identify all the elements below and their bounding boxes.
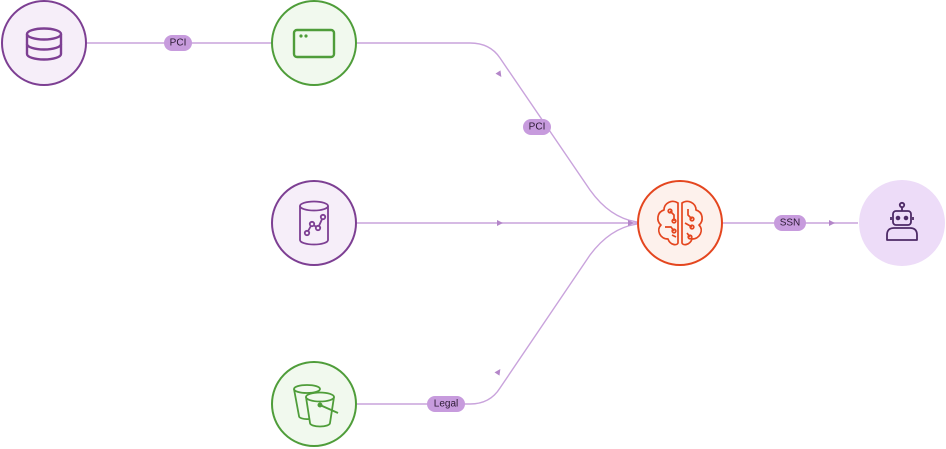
arrow-ai-model-to-agent [829, 220, 835, 226]
arrow-storage-edge-mid [494, 369, 501, 376]
arrow-application-edge-mid [495, 70, 502, 77]
robot-icon [886, 201, 918, 241]
storage-buckets-icon [293, 384, 339, 428]
edge-label-app-to-model: PCI [523, 119, 551, 135]
edge-label-text: PCI [529, 122, 546, 133]
edge-label-text: SSN [780, 218, 801, 229]
edge-label-storage-to-model: Legal [427, 396, 465, 412]
arrow-analytics-edge-mid [497, 220, 503, 226]
analytics-cylinder-icon [299, 200, 329, 246]
node-application[interactable] [271, 0, 357, 86]
arrow-into-ai-model [628, 220, 634, 226]
edge-label-model-to-agent: SSN [774, 215, 806, 231]
edge-storage-to-ai-model[interactable] [357, 223, 638, 405]
app-window-icon [292, 28, 336, 59]
edge-label-database-to-app: PCI [164, 35, 192, 51]
edges [87, 42, 858, 405]
node-database[interactable] [1, 0, 87, 86]
node-ai-model[interactable] [637, 180, 723, 266]
edge-application-to-ai-model[interactable] [357, 42, 638, 223]
edge-label-text: Legal [434, 399, 458, 410]
node-agent[interactable] [859, 180, 945, 266]
edge-label-text: PCI [170, 38, 187, 49]
node-analytics[interactable] [271, 180, 357, 266]
database-icon [25, 27, 63, 61]
node-storage[interactable] [271, 361, 357, 447]
brain-circuit-icon [657, 200, 703, 246]
